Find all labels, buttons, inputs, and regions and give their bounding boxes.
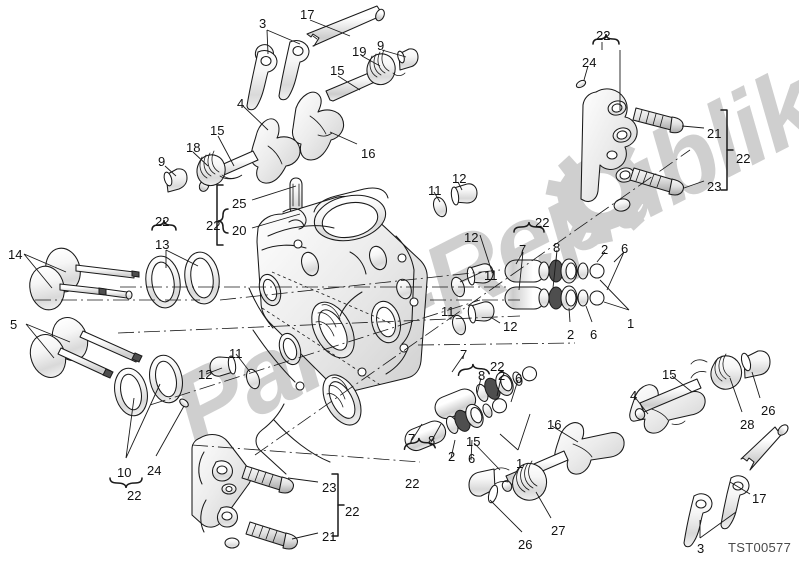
callout-14: 14 [8,247,23,262]
callout-22: 22 [155,214,170,229]
callout-21: 21 [322,529,337,544]
callout-22: 22 [535,215,550,230]
part-group-valves-5 [29,316,143,379]
callout-11: 11 [229,346,243,361]
callout-3: 3 [697,541,705,556]
part-group-shift-forks-top [246,5,385,111]
callout-15: 15 [662,367,677,382]
callout-7: 7 [460,347,468,362]
callout-22: 22 [206,218,221,233]
callout-22: 22 [490,359,505,374]
part-group-forks-3-lower [683,424,789,548]
callout-9: 9 [377,38,385,53]
part-group-camshaft-lower [504,285,605,311]
callout-22: 22 [127,488,142,503]
callout-10: 10 [117,465,132,480]
spring-27 [490,460,548,501]
callout-22: 22 [345,504,360,519]
callout-2: 2 [448,449,456,464]
callout-11: 11 [428,183,442,198]
callout-2: 2 [567,327,575,342]
callout-24: 24 [147,463,162,478]
callout-16: 16 [361,146,376,161]
callout-6: 6 [468,451,476,466]
callout-17: 17 [300,7,315,22]
part-group-seals [114,251,220,417]
callout-23: 23 [322,480,337,495]
callout-25: 25 [232,196,247,211]
part-group-fork-16 [291,48,419,161]
brackets [109,33,734,537]
leader-lines [23,19,761,540]
callout-26: 26 [761,403,776,418]
centre-lines [35,149,691,463]
callout-28: 28 [740,417,755,432]
callout-24: 24 [582,55,597,70]
callout-27: 27 [551,523,566,538]
callout-12: 12 [464,230,479,245]
part-group-camshaft-tilt-b [404,398,508,452]
spring-28 [690,353,743,390]
part-group-fork-16-lower [468,422,625,504]
callout-21: 21 [707,126,722,141]
callout-8: 8 [553,240,561,255]
cylinder-head-casting [248,187,428,475]
callout-4: 4 [630,388,638,403]
bolt-21 [632,107,684,134]
callout-26: 26 [518,537,533,552]
part-group-bearing-cap-upper-right [575,79,684,212]
bolt-23 [629,167,684,196]
callout-20: 20 [232,223,247,238]
callout-3: 3 [259,16,267,31]
callout-2: 2 [498,368,506,383]
part-group-fork-4 [163,118,301,193]
bolt-23-left [241,465,294,494]
callout-13: 13 [155,237,170,252]
callout-11: 11 [441,304,455,319]
callout-16: 16 [547,417,562,432]
callout-9: 9 [158,154,166,169]
callout-2: 2 [601,242,609,257]
part-group-tappets [209,183,495,390]
callout-1: 1 [627,316,635,331]
spring-19 [366,49,406,86]
callout-5: 5 [10,317,18,332]
callout-15: 15 [330,63,345,78]
callout-7: 7 [408,431,416,446]
callout-6: 6 [590,327,598,342]
callout-12: 12 [452,171,467,186]
callout-1: 1 [516,456,524,471]
callout-6: 6 [515,371,523,386]
callout-8: 8 [478,368,486,383]
callout-4: 4 [237,96,245,111]
callout-8: 8 [428,433,436,448]
part-group-bearing-cap-lower-left [179,398,298,550]
callout-18: 18 [186,140,201,155]
callout-19: 19 [352,44,367,59]
callout-12: 12 [198,367,213,382]
part-group-valves-14 [29,247,140,311]
bolt-21-left [245,521,298,550]
callout-23: 23 [707,179,722,194]
callout-22: 22 [405,476,420,491]
callout-6: 6 [621,241,629,256]
callout-15: 15 [210,123,225,138]
callout-22: 22 [736,151,751,166]
part-group-camshaft-upper [504,258,605,284]
drawing-code: TST00577 [728,540,792,555]
callout-17: 17 [752,491,767,506]
callout-7: 7 [519,242,527,257]
callout-11: 11 [484,268,498,283]
callout-12: 12 [503,319,518,334]
callout-22: 22 [596,28,611,43]
callout-15: 15 [466,434,481,449]
